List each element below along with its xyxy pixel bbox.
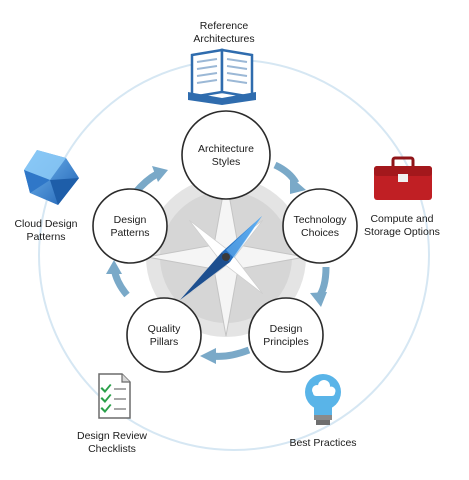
compass-needle [180,216,262,300]
label-design-principles: Design Principles [263,323,309,348]
lightbulb-cloud-icon [305,374,341,425]
label-quality-pillars: Quality Pillars [147,323,181,348]
cycle-arrowheads [106,166,327,364]
node-quality-pillars [126,297,202,373]
crystal-icon [24,150,79,205]
label-design-review-checklists: Design Review Checklists [76,430,148,455]
label-reference-architectures: Reference Architectures [193,20,255,45]
label-design-patterns: Design Patterns [110,214,150,239]
node-design-patterns [92,188,168,264]
inner-nodes [92,110,358,373]
label-technology-choices: Technology Choices [293,214,347,239]
label-compute-storage-options: Compute and Storage Options [364,213,440,238]
book-icon [188,48,256,105]
arrow-principles-to-pillars [211,346,251,360]
toolbox-icon [374,156,432,200]
label-best-practices: Best Practices [289,437,357,449]
label-architecture-styles: Architecture Styles [197,143,255,168]
node-technology-choices [282,188,358,264]
node-architecture-styles [181,110,271,200]
node-design-principles [248,297,324,373]
checklist-icon [98,373,131,419]
compass-graphic [146,177,306,337]
label-cloud-design-patterns: Cloud Design Patterns [14,218,78,243]
